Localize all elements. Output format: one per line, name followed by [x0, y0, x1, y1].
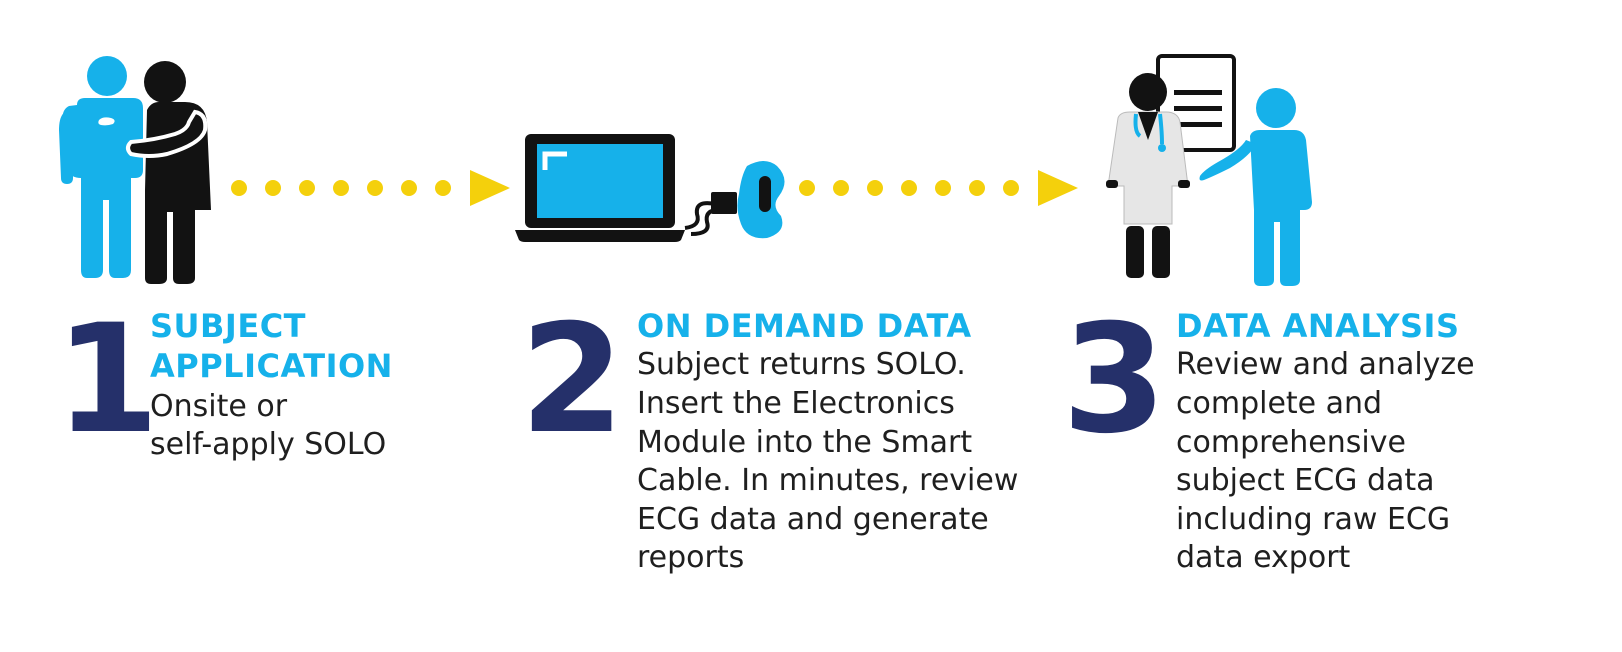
- laptop-with-smart-cable-icon: [515, 134, 785, 242]
- step-2-desc-line-4: Cable. In minutes, review: [637, 463, 1019, 498]
- step-2-title: ON DEMAND DATA: [637, 307, 972, 345]
- step-3-desc-line-2: complete and: [1176, 386, 1383, 421]
- step-2-desc-line-1: Subject returns SOLO.: [637, 347, 966, 382]
- step-1-desc-line-2: self-apply SOLO: [150, 427, 387, 462]
- step-3-desc-line-6: data export: [1176, 540, 1351, 575]
- step-3-desc-line-1: Review and analyze: [1176, 347, 1475, 382]
- flow-arrow-1-icon: [231, 170, 510, 206]
- step-2-desc-line-3: Module into the Smart: [637, 425, 973, 460]
- doctor-reviewing-report-icon: [1106, 54, 1312, 286]
- step-1-number: 1: [55, 293, 160, 467]
- step-3-desc-line-3: comprehensive: [1176, 425, 1406, 460]
- step-1-desc-line-1: Onsite or: [150, 389, 288, 424]
- step-2-desc-line-5: ECG data and generate: [637, 502, 989, 537]
- flow-arrow-2-icon: [799, 170, 1078, 206]
- step-2-desc-line-2: Insert the Electronics: [637, 386, 955, 421]
- step-3-desc-line-4: subject ECG data: [1176, 463, 1435, 498]
- step-1-title-line-1: SUBJECT: [150, 307, 306, 345]
- step-2-desc-line-6: reports: [637, 540, 745, 575]
- step-1-title-line-2: APPLICATION: [150, 347, 393, 385]
- step-3-title: DATA ANALYSIS: [1176, 307, 1460, 345]
- step-2-number: 2: [520, 293, 625, 467]
- subject-application-people-icon: [59, 56, 211, 284]
- step-3-desc-line-5: including raw ECG: [1176, 502, 1451, 537]
- step-3-number: 3: [1062, 293, 1167, 467]
